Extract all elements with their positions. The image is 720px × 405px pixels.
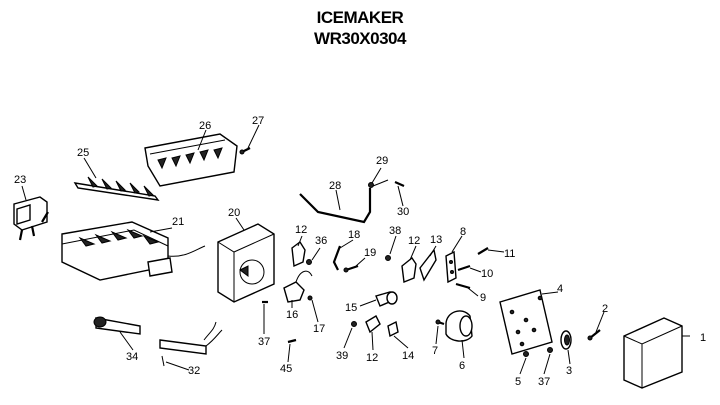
part-16-motor-coupling [283, 270, 313, 303]
callout-12-top: 12 [295, 224, 307, 236]
part-32-harness [159, 321, 223, 367]
callout-labels: 1 2 3 4 5 6 7 8 9 10 11 12 12 12 13 14 1… [14, 115, 706, 388]
part-2-screw [587, 329, 601, 341]
part-9-screw [455, 282, 471, 290]
callout-28: 28 [329, 180, 341, 192]
part-30-pin [394, 180, 405, 188]
part-39-screw [351, 321, 357, 327]
part-12-switch-2 [401, 256, 417, 283]
part-8-plate [445, 250, 457, 284]
callout-2: 2 [602, 303, 608, 315]
callout-17: 17 [313, 323, 325, 335]
part-27-screw [239, 147, 251, 155]
callout-32: 32 [188, 365, 200, 377]
part-14-clip [387, 320, 399, 338]
callout-16: 16 [286, 309, 298, 321]
part-11-screw [477, 247, 489, 255]
callout-4: 4 [557, 283, 563, 295]
callout-45: 45 [280, 363, 292, 375]
part-19-screw [343, 264, 359, 273]
part-13-insulator [419, 248, 437, 282]
callout-12-right: 12 [408, 235, 420, 247]
callout-36: 36 [315, 235, 327, 247]
callout-8: 8 [460, 226, 466, 238]
part-21-mold [61, 221, 206, 281]
callout-14: 14 [402, 350, 414, 362]
callout-25: 25 [77, 147, 89, 159]
callout-13: 13 [430, 234, 442, 246]
callout-20: 20 [228, 207, 240, 219]
callout-5: 5 [515, 376, 521, 388]
callout-30: 30 [397, 206, 409, 218]
callout-39: 39 [336, 350, 348, 362]
part-18-lever [332, 245, 342, 271]
part-15-valve [375, 291, 398, 307]
part-5-screw [523, 351, 529, 357]
part-23-bracket [13, 196, 49, 241]
part-25-ejector [73, 176, 160, 201]
part-34-fill-tube [93, 316, 141, 335]
part-45-screw [287, 338, 297, 344]
callout-7: 7 [432, 345, 438, 357]
callout-11: 11 [504, 248, 515, 260]
diagram-model-number: WR30X0304 [314, 29, 406, 48]
callout-37-right: 37 [538, 376, 550, 388]
part-7-screw [435, 319, 445, 326]
part-37-screw-right [547, 347, 553, 353]
callout-18: 18 [348, 229, 360, 241]
callout-34: 34 [126, 351, 138, 363]
part-3-knob [560, 330, 572, 350]
callout-27: 27 [252, 115, 264, 127]
part-36-screw [306, 259, 312, 265]
callout-23: 23 [14, 174, 26, 186]
callout-10: 10 [481, 268, 493, 280]
part-26-cover [144, 133, 238, 187]
part-29-clip [368, 179, 389, 188]
part-1-cover [623, 317, 683, 389]
callout-19: 19 [364, 247, 376, 259]
part-12-switch-3 [365, 315, 381, 334]
callout-38: 38 [389, 225, 401, 237]
part-4-mounting-plate [499, 289, 553, 355]
callout-3: 3 [566, 365, 572, 377]
leader-lines [21, 124, 690, 375]
callout-1: 1 [700, 332, 706, 344]
callout-37-left: 37 [258, 336, 270, 348]
part-38-screw [385, 255, 391, 261]
callout-21: 21 [172, 216, 184, 228]
callout-15: 15 [345, 302, 357, 314]
part-28-arm [299, 188, 372, 224]
callout-6: 6 [459, 360, 465, 372]
callout-12-lower: 12 [366, 352, 378, 364]
diagram-title: ICEMAKER [316, 8, 404, 27]
part-20-housing [217, 223, 275, 303]
part-10-screw [457, 264, 471, 272]
callout-26: 26 [199, 120, 211, 132]
part-17-spring [307, 295, 313, 301]
callout-9: 9 [480, 292, 486, 304]
callout-29: 29 [376, 155, 388, 167]
part-6-motor [445, 310, 473, 342]
